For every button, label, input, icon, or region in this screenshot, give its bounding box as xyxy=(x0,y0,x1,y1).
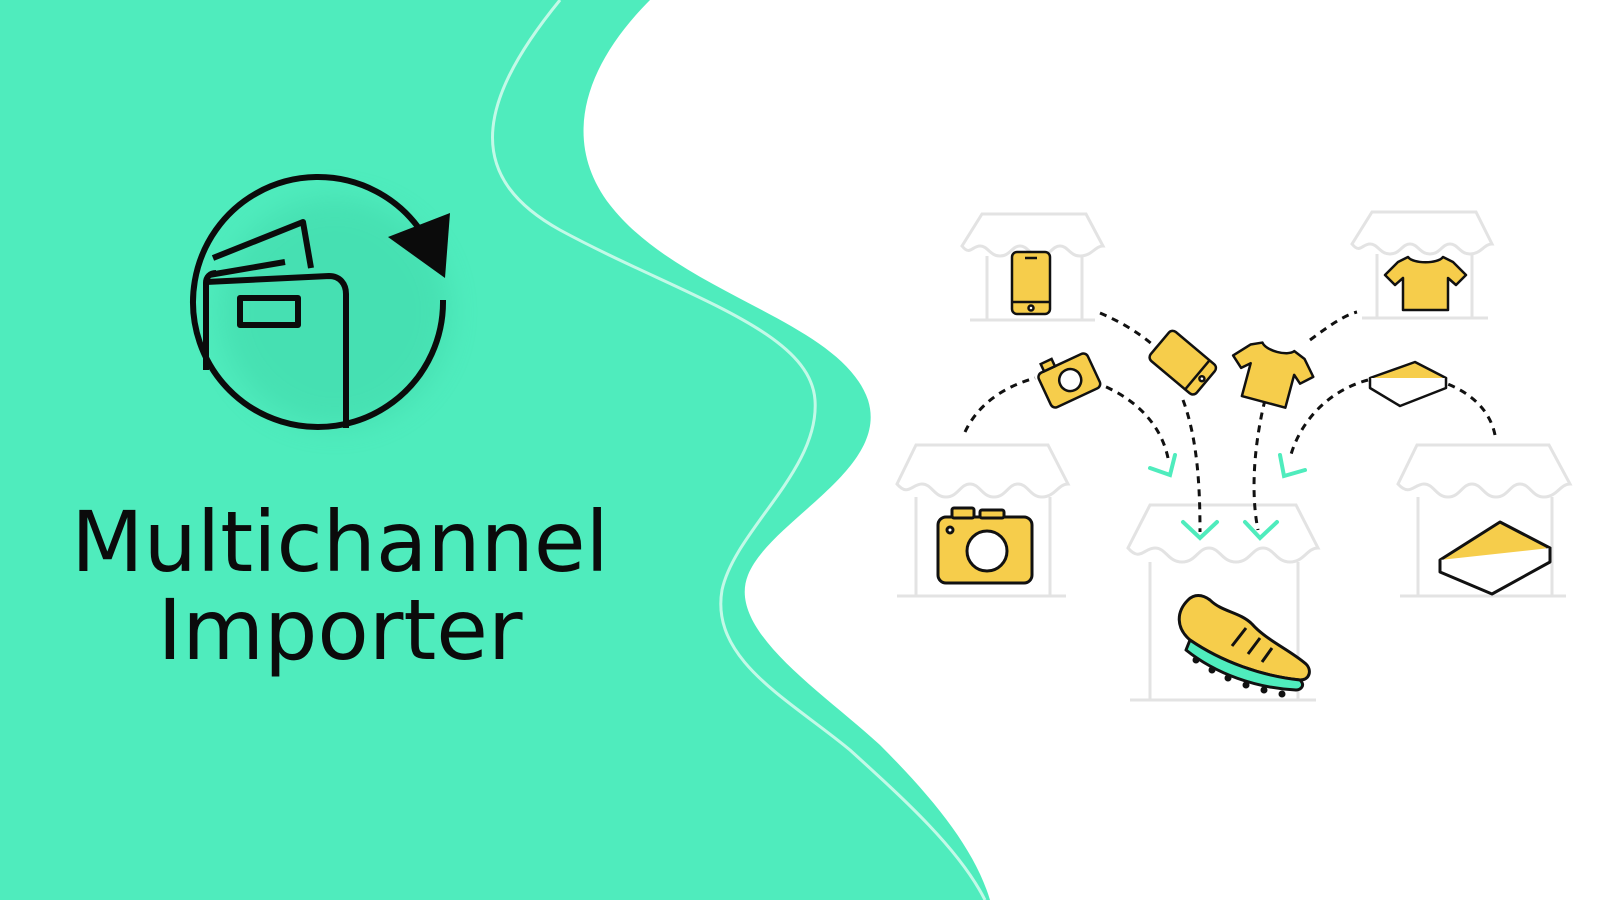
title-line-1: Multichannel xyxy=(71,493,609,591)
flow-arrow-heads xyxy=(1148,453,1307,541)
store-book xyxy=(1396,443,1573,598)
phone-icon xyxy=(1148,329,1218,396)
tshirt-icon xyxy=(1383,255,1468,312)
shoe-icon xyxy=(1177,594,1311,698)
store-camera xyxy=(895,443,1071,598)
store-shoe xyxy=(1126,503,1321,702)
tshirt-icon xyxy=(1231,341,1315,409)
camera-icon xyxy=(1037,352,1102,409)
book-icon xyxy=(1438,520,1552,596)
green-wave-panel xyxy=(0,0,990,900)
product-title: Multichannel Importer xyxy=(0,498,680,674)
flow-arrows xyxy=(963,310,1497,533)
phone-icon xyxy=(1010,250,1052,316)
title-line-2: Importer xyxy=(157,581,523,679)
book-icon xyxy=(1368,360,1448,408)
folder-icon xyxy=(205,219,349,428)
store-tshirt xyxy=(1350,210,1495,320)
camera-icon xyxy=(936,506,1034,585)
wave-outline xyxy=(491,0,987,900)
sync-arrow-head xyxy=(388,213,450,278)
store-phone xyxy=(960,212,1106,322)
